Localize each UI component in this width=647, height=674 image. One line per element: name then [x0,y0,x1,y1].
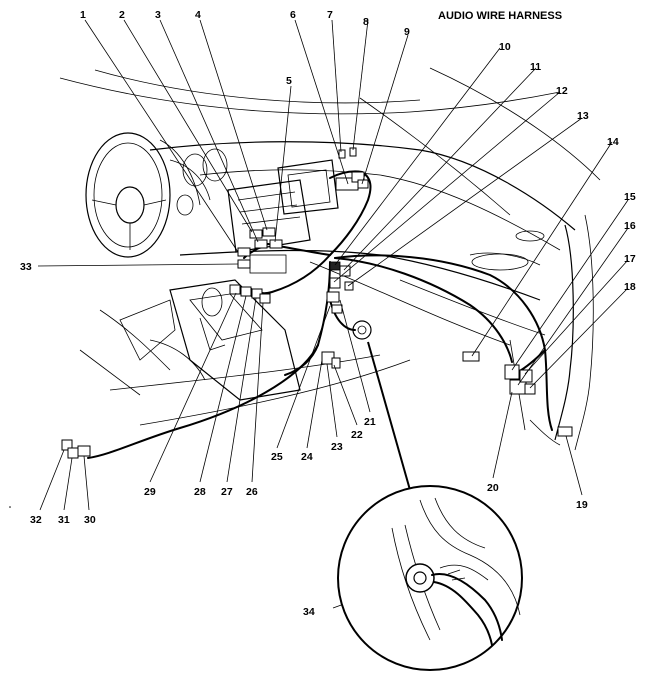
steering-wheel [85,132,228,258]
callout-19: 19 [576,499,588,511]
callout-27: 27 [221,486,233,498]
callout-6: 6 [290,9,296,21]
callout-4: 4 [195,9,201,21]
callout-30: 30 [84,514,96,526]
callout-29: 29 [144,486,156,498]
callout-5: 5 [286,75,292,87]
callout-23: 23 [331,441,343,453]
callout-20: 20 [487,482,499,494]
callout-15: 15 [624,191,636,203]
callout-24: 24 [301,451,313,463]
callout-1: 1 [80,9,86,21]
callout-7: 7 [327,9,333,21]
callout-31: 31 [58,514,70,526]
callout-18: 18 [624,281,636,293]
callout-3: 3 [155,9,161,21]
callout-28: 28 [194,486,206,498]
callout-9: 9 [404,26,410,38]
detail-callout [337,341,523,671]
callout-13: 13 [577,110,589,122]
callout-22: 22 [351,429,363,441]
callout-11: 11 [530,61,541,73]
callout-8: 8 [363,16,369,28]
callout-14: 14 [607,136,619,148]
leader-lines [37,19,629,609]
callout-2: 2 [119,9,125,21]
connectors [61,147,573,459]
diagram-title: AUDIO WIRE HARNESS [438,10,562,22]
callout-numbers: 1 2 3 4 5 6 7 8 9 10 11 12 13 14 15 16 1… [20,9,636,618]
callout-26: 26 [246,486,258,498]
harness-routes [87,170,553,459]
stray-mark [9,506,11,508]
callout-10: 10 [499,41,511,53]
callout-25: 25 [271,451,283,463]
callout-17: 17 [624,253,636,265]
callout-33: 33 [20,261,32,273]
callout-21: 21 [364,416,376,428]
callout-16: 16 [624,220,636,232]
callout-34: 34 [303,606,315,618]
dashboard-outline [59,67,601,426]
callout-12: 12 [556,85,568,97]
door-pillar [509,214,594,451]
callout-32: 32 [30,514,42,526]
